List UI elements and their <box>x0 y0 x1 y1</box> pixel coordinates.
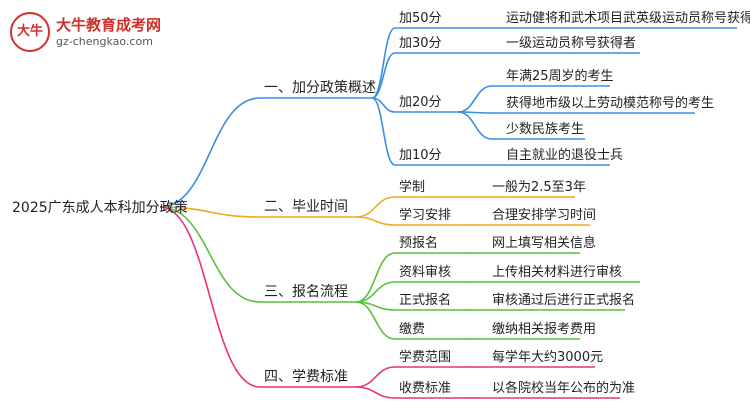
group-topic-4-1: 学费范围 <box>399 349 451 365</box>
edge-branch-3-to-group-1 <box>355 252 396 303</box>
group-topic-1-1: 加50分 <box>399 11 442 26</box>
group-topic-1-2: 加30分 <box>399 36 442 51</box>
root-topic: 2025广东成人本科加分政策 <box>12 199 188 216</box>
logo-url: gz-chengkao.com <box>56 35 153 48</box>
leaf-topic-1-1-1: 运动健将和武术项目武英级运动员称号获得者 <box>506 10 750 26</box>
leaf-topic-1-4-1: 自主就业的退役士兵 <box>506 147 623 163</box>
leaf-topic-1-2-1: 一级运动员称号获得者 <box>506 35 636 51</box>
leaf-topic-1-3-2: 获得地市级以上劳动模范称号的考生 <box>506 95 714 111</box>
branch-topic-1: 一、加分政策概述 <box>264 79 376 96</box>
edge-root-to-branch-4 <box>159 206 261 388</box>
group-topic-3-4: 缴费 <box>399 322 425 337</box>
leaf-topic-3-4-1: 缴纳相关报考费用 <box>492 322 596 337</box>
edge-root-to-branch-3 <box>159 206 261 303</box>
leaf-topic-4-2-1: 以各院校当年公布的为准 <box>492 380 635 396</box>
edge-branch-2-to-group-2 <box>355 216 396 226</box>
edge-branch-1-to-group-4 <box>371 97 396 166</box>
edge-branch-1-to-group-2 <box>371 52 396 99</box>
edge-root-to-branch-1 <box>159 97 261 208</box>
edge-branch-4-to-group-2 <box>355 386 396 399</box>
group-topic-3-3: 正式报名 <box>399 292 451 308</box>
edge-group-1-3-to-item-1 <box>457 85 493 113</box>
logo-name: 大牛教育成考网 <box>56 16 162 34</box>
site-logo: 大牛 大牛教育成考网 gz-chengkao.com <box>10 12 162 54</box>
mind-map-nodes: 2025广东成人本科加分政策 一、加分政策概述 加50分 运动健将和武术项目武英级运… <box>12 10 750 396</box>
branch-topic-2: 二、毕业时间 <box>264 199 348 215</box>
group-topic-1-3: 加20分 <box>399 95 442 110</box>
leaf-topic-1-3-3: 少数民族考生 <box>506 121 584 137</box>
leaf-topic-3-1-1: 网上填写相关信息 <box>492 235 596 251</box>
edge-branch-4-to-group-1 <box>355 366 396 388</box>
leaf-topic-4-1-1: 每学年大约3000元 <box>492 349 603 365</box>
leaf-topic-2-1-1: 一般为2.5至3年 <box>492 179 586 195</box>
leaf-topic-1-3-1: 年满25周岁的考生 <box>506 68 614 84</box>
branch-topic-3: 三、报名流程 <box>264 284 348 300</box>
group-topic-3-1: 预报名 <box>399 235 438 251</box>
logo-mark-icon: 大牛 <box>10 12 50 52</box>
edge-branch-3-to-group-4 <box>355 301 396 340</box>
group-topic-1-4: 加10分 <box>399 148 442 163</box>
edge-branch-3-to-group-2 <box>355 281 396 303</box>
leaf-topic-3-2-1: 上传相关材料进行审核 <box>492 265 622 280</box>
edge-root-to-branch-2 <box>159 206 261 218</box>
group-topic-3-2: 资料审核 <box>399 265 451 280</box>
mind-map-edges <box>159 27 737 399</box>
group-topic-2-1: 学制 <box>399 179 425 195</box>
group-topic-2-2: 学习安排 <box>399 207 451 223</box>
group-topic-4-2: 收费标准 <box>399 381 451 396</box>
branch-topic-4: 四、学费标准 <box>264 369 348 385</box>
edge-group-1-3-to-item-3 <box>457 111 493 140</box>
edge-branch-2-to-group-1 <box>355 196 396 218</box>
leaf-topic-2-2-1: 合理安排学习时间 <box>492 207 596 223</box>
leaf-topic-3-3-1: 审核通过后进行正式报名 <box>492 292 635 308</box>
